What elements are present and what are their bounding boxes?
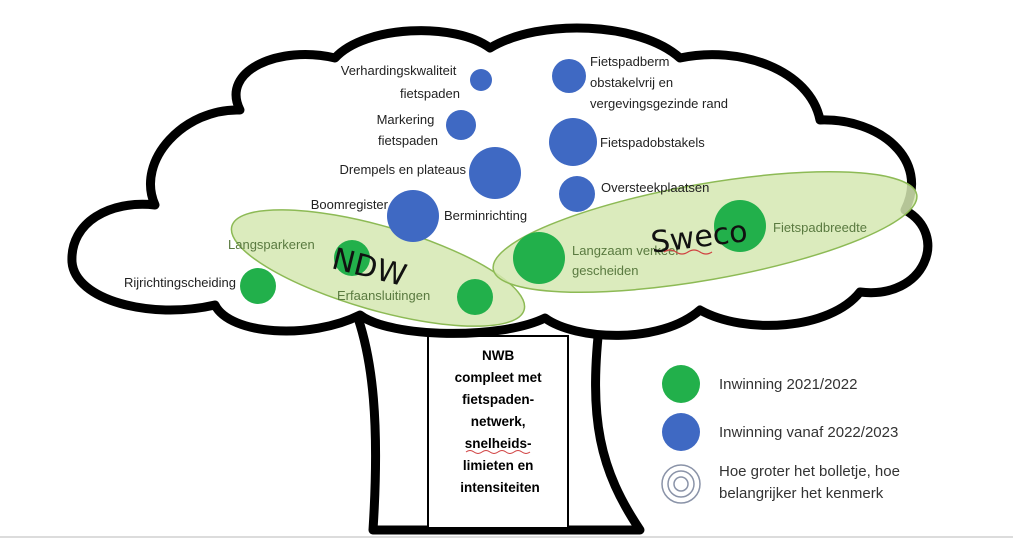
- label-markering-line-2: fietspaden: [378, 133, 438, 148]
- legend-green-dot: [662, 365, 700, 403]
- trunk-line-2: compleet met: [455, 370, 543, 385]
- label-boomregister: Boomregister: [311, 197, 389, 212]
- label-langzaam-line-1: Langzaam verkeer: [572, 243, 680, 258]
- trunk-inner-box: [427, 335, 569, 529]
- label-drempels: Drempels en plateaus: [340, 162, 467, 177]
- trunk-line-4: netwerk,: [471, 414, 526, 429]
- bubble-fietspadobstakels: [549, 118, 597, 166]
- legend-size-line-1: Hoe groter het bolletje, hoe: [719, 463, 900, 480]
- label-langsparkeren: Langsparkeren: [228, 237, 315, 252]
- label-verharding-line-1: Verhardingskwaliteit: [341, 63, 457, 78]
- label-fietspadbreedte: Fietspadbreedte: [773, 220, 867, 235]
- label-oversteek: Oversteekplaatsen: [601, 180, 709, 195]
- trunk-line-6: limieten en: [463, 458, 534, 473]
- bubble-boomregister-berm: [387, 190, 439, 242]
- trunk-line-3: fietspaden-: [462, 392, 534, 407]
- bubble-drempels: [469, 147, 521, 199]
- legend-size-icon: [661, 464, 701, 504]
- legend-blue-dot: [662, 413, 700, 451]
- label-fietspadberm-line-3: vergevingsgezinde rand: [590, 96, 728, 111]
- legend-green-label: Inwinning 2021/2022: [719, 376, 857, 393]
- trunk-text: NWB compleet met fietspaden- netwerk, sn…: [455, 348, 546, 495]
- legend-size-line-2: belangrijker het kenmerk: [719, 485, 884, 502]
- label-langzaam: Langzaam verkeer gescheiden: [572, 243, 683, 278]
- bubble-langsparkeren: [334, 240, 370, 276]
- bubble-verharding: [470, 69, 492, 91]
- legend: Inwinning 2021/2022 Inwinning vanaf 2022…: [661, 365, 904, 504]
- bubble-erfaansluitingen: [457, 279, 493, 315]
- label-rijrichting: Rijrichtingscheiding: [124, 275, 236, 290]
- label-markering-line-1: Markering: [377, 112, 435, 127]
- bubble-rijrichting: [240, 268, 276, 304]
- label-fietspadberm-line-1: Fietspadberm: [590, 54, 669, 69]
- label-berminrichting: Berminrichting: [444, 208, 527, 223]
- legend-size-label: Hoe groter het bolletje, hoe belangrijke…: [719, 463, 904, 502]
- bubble-oversteek: [559, 176, 595, 212]
- trunk-line-5: snelheids-: [465, 436, 532, 451]
- label-markering: Markering fietspaden: [377, 112, 438, 148]
- label-fietspadberm: Fietspadberm obstakelvrij en vergevingsg…: [590, 54, 728, 111]
- trunk-line-7: intensiteiten: [460, 480, 540, 495]
- label-fietspadobstakels: Fietspadobstakels: [600, 135, 705, 150]
- legend-blue-label: Inwinning vanaf 2022/2023: [719, 424, 898, 441]
- sweco-underline: [663, 249, 713, 255]
- label-verharding: Verhardingskwaliteit fietspaden: [341, 63, 460, 101]
- sweco-zone: [492, 171, 918, 293]
- spellcheck-underline-snelheids: [465, 450, 531, 454]
- bubble-markering: [446, 110, 476, 140]
- label-verharding-line-2: fietspaden: [400, 86, 460, 101]
- trunk-line-1: NWB: [482, 348, 514, 363]
- label-erfaansluitingen: Erfaansluitingen: [337, 288, 430, 303]
- bubble-fietspadbreedte: [714, 200, 766, 252]
- ndw-zone: [230, 209, 526, 327]
- bubble-langzaam: [513, 232, 565, 284]
- label-langzaam-line-2: gescheiden: [572, 263, 639, 278]
- bubble-fietspadberm: [552, 59, 586, 93]
- label-fietspadberm-line-2: obstakelvrij en: [590, 75, 673, 90]
